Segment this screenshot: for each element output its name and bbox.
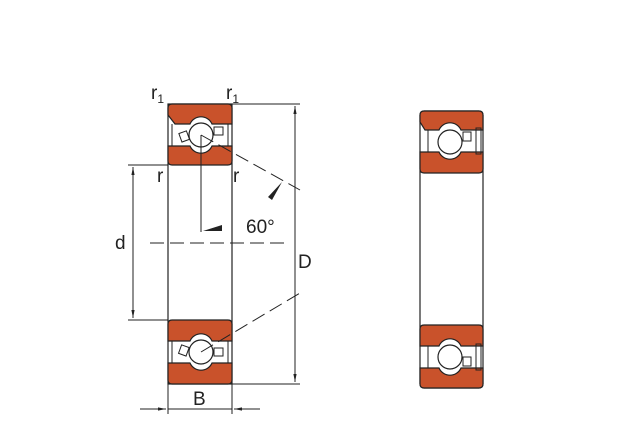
ball-icon: [437, 344, 463, 370]
r-right-label: r: [233, 166, 240, 187]
d-label: d: [115, 233, 126, 254]
r1-right-label: r1: [226, 83, 239, 106]
contact-angle-label: 60°: [246, 217, 275, 238]
angle-arrow-icon: [268, 182, 282, 200]
outline-view-bearing: [419, 110, 484, 389]
ball-icon: [437, 129, 463, 155]
angle-arrow-icon: [203, 225, 222, 231]
r-left-label: r: [157, 166, 164, 187]
section-view-bearing: r1 r1 r r d D B 60°: [115, 83, 312, 414]
B-label: B: [193, 389, 206, 410]
D-label: D: [298, 252, 312, 273]
top-ring-section: [167, 103, 233, 166]
r1-left-label: r1: [151, 83, 164, 106]
bottom-ring-section: [167, 319, 233, 385]
